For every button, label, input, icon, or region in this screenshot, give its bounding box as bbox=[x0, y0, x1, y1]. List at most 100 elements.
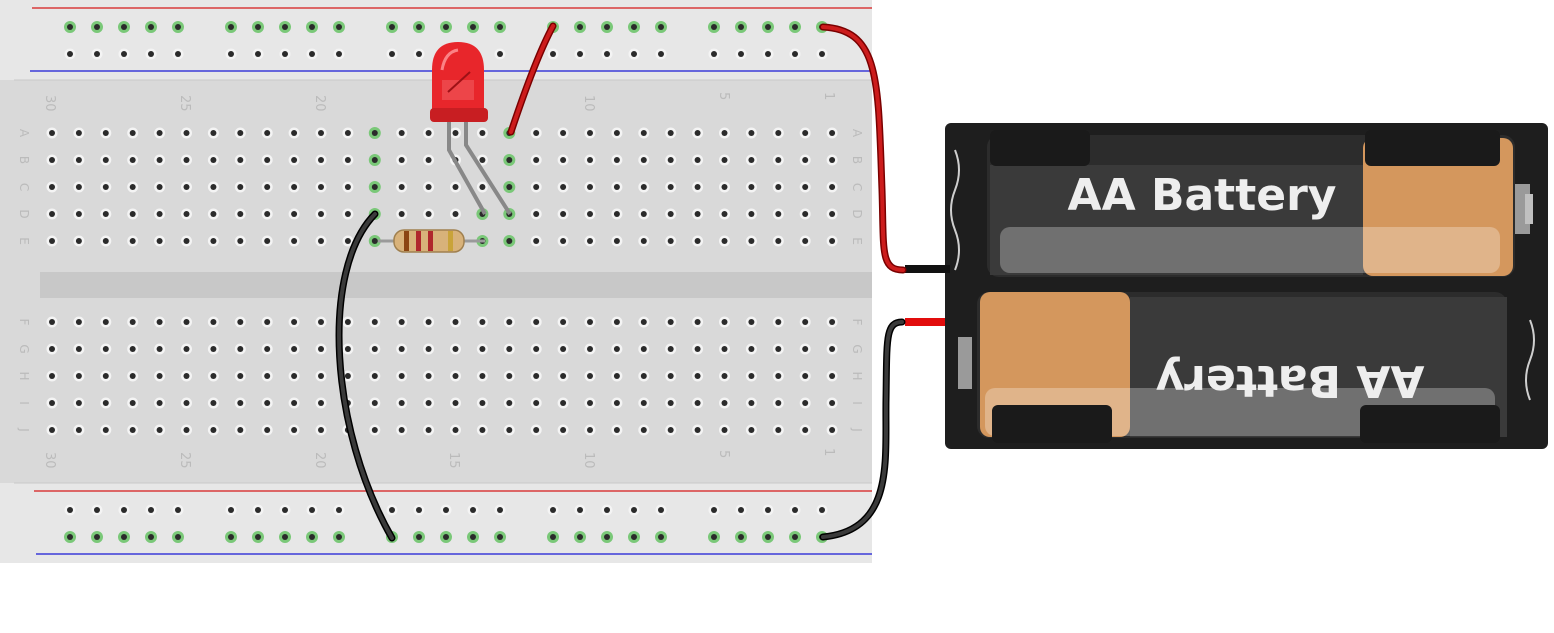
breadboard-hole[interactable] bbox=[694, 211, 701, 217]
breadboard-hole[interactable] bbox=[479, 319, 486, 325]
breadboard-hole[interactable] bbox=[775, 211, 782, 217]
rail-hole[interactable] bbox=[94, 24, 100, 30]
breadboard-hole[interactable] bbox=[802, 184, 809, 190]
breadboard-hole[interactable] bbox=[775, 130, 782, 136]
rail-hole[interactable] bbox=[121, 507, 127, 513]
breadboard-hole[interactable] bbox=[102, 319, 109, 325]
breadboard-hole[interactable] bbox=[318, 400, 324, 406]
breadboard-hole[interactable] bbox=[640, 130, 647, 136]
breadboard-hole[interactable] bbox=[344, 346, 351, 352]
breadboard-hole[interactable] bbox=[371, 400, 378, 406]
rail-hole[interactable] bbox=[550, 507, 556, 513]
breadboard-hole[interactable] bbox=[613, 346, 620, 352]
breadboard-hole[interactable] bbox=[560, 184, 567, 190]
breadboard-hole[interactable] bbox=[506, 319, 513, 325]
breadboard-hole[interactable] bbox=[183, 184, 190, 190]
breadboard-hole[interactable] bbox=[479, 427, 486, 433]
breadboard-hole[interactable] bbox=[613, 427, 620, 433]
rail-hole[interactable] bbox=[631, 51, 637, 57]
breadboard-hole[interactable] bbox=[613, 400, 620, 406]
breadboard-hole[interactable] bbox=[587, 157, 593, 163]
breadboard-hole[interactable] bbox=[587, 400, 593, 406]
rail-hole[interactable] bbox=[792, 507, 798, 513]
breadboard-hole[interactable] bbox=[721, 211, 728, 217]
breadboard-hole[interactable] bbox=[291, 373, 298, 379]
breadboard-hole[interactable] bbox=[425, 157, 432, 163]
breadboard-hole[interactable] bbox=[721, 319, 728, 325]
breadboard-hole[interactable] bbox=[506, 157, 513, 163]
breadboard-hole[interactable] bbox=[156, 346, 163, 352]
breadboard-hole[interactable] bbox=[452, 373, 459, 379]
breadboard-hole[interactable] bbox=[291, 400, 298, 406]
breadboard-hole[interactable] bbox=[371, 184, 378, 190]
breadboard-hole[interactable] bbox=[398, 184, 405, 190]
breadboard-hole[interactable] bbox=[156, 427, 163, 433]
breadboard-hole[interactable] bbox=[102, 346, 109, 352]
breadboard-hole[interactable] bbox=[829, 319, 836, 325]
breadboard-hole[interactable] bbox=[75, 319, 82, 325]
breadboard-hole[interactable] bbox=[49, 184, 55, 190]
breadboard-hole[interactable] bbox=[49, 427, 55, 433]
breadboard-hole[interactable] bbox=[210, 211, 217, 217]
breadboard-hole[interactable] bbox=[587, 373, 593, 379]
breadboard-hole[interactable] bbox=[452, 427, 459, 433]
breadboard-hole[interactable] bbox=[264, 346, 271, 352]
breadboard-hole[interactable] bbox=[344, 157, 351, 163]
breadboard-hole[interactable] bbox=[721, 184, 728, 190]
breadboard-hole[interactable] bbox=[425, 373, 432, 379]
breadboard-hole[interactable] bbox=[802, 346, 809, 352]
breadboard-hole[interactable] bbox=[640, 319, 647, 325]
breadboard-hole[interactable] bbox=[264, 130, 271, 136]
breadboard-hole[interactable] bbox=[694, 238, 701, 244]
rail-hole[interactable] bbox=[416, 24, 422, 30]
breadboard-hole[interactable] bbox=[560, 157, 567, 163]
breadboard-hole[interactable] bbox=[721, 157, 728, 163]
breadboard-hole[interactable] bbox=[102, 184, 109, 190]
breadboard-hole[interactable] bbox=[425, 184, 432, 190]
breadboard-hole[interactable] bbox=[829, 238, 836, 244]
breadboard-hole[interactable] bbox=[102, 427, 109, 433]
breadboard-hole[interactable] bbox=[425, 211, 432, 217]
breadboard-hole[interactable] bbox=[748, 184, 755, 190]
rail-hole[interactable] bbox=[792, 24, 798, 30]
breadboard-hole[interactable] bbox=[452, 211, 459, 217]
breadboard-hole[interactable] bbox=[183, 427, 190, 433]
breadboard-hole[interactable] bbox=[102, 238, 109, 244]
breadboard-hole[interactable] bbox=[721, 238, 728, 244]
breadboard-hole[interactable] bbox=[452, 130, 459, 136]
rail-hole[interactable] bbox=[228, 534, 234, 540]
breadboard-hole[interactable] bbox=[291, 238, 298, 244]
breadboard-hole[interactable] bbox=[560, 427, 567, 433]
breadboard-hole[interactable] bbox=[506, 346, 513, 352]
breadboard-hole[interactable] bbox=[371, 373, 378, 379]
breadboard-hole[interactable] bbox=[237, 157, 244, 163]
breadboard-hole[interactable] bbox=[156, 157, 163, 163]
rail-hole[interactable] bbox=[228, 507, 234, 513]
breadboard-hole[interactable] bbox=[613, 238, 620, 244]
breadboard-hole[interactable] bbox=[533, 157, 540, 163]
breadboard-hole[interactable] bbox=[156, 373, 163, 379]
breadboard-hole[interactable] bbox=[371, 346, 378, 352]
rail-hole[interactable] bbox=[255, 24, 261, 30]
breadboard-hole[interactable] bbox=[398, 373, 405, 379]
breadboard-hole[interactable] bbox=[452, 184, 459, 190]
breadboard-hole[interactable] bbox=[129, 238, 136, 244]
breadboard-hole[interactable] bbox=[237, 238, 244, 244]
breadboard-hole[interactable] bbox=[49, 373, 55, 379]
breadboard-hole[interactable] bbox=[506, 184, 513, 190]
breadboard-hole[interactable] bbox=[775, 157, 782, 163]
rail-hole[interactable] bbox=[711, 24, 717, 30]
breadboard-hole[interactable] bbox=[49, 211, 55, 217]
rail-hole[interactable] bbox=[94, 507, 100, 513]
rail-hole[interactable] bbox=[389, 24, 395, 30]
breadboard-hole[interactable] bbox=[829, 400, 836, 406]
breadboard-hole[interactable] bbox=[667, 238, 674, 244]
breadboard-hole[interactable] bbox=[667, 211, 674, 217]
breadboard-hole[interactable] bbox=[829, 373, 836, 379]
breadboard-hole[interactable] bbox=[398, 346, 405, 352]
rail-hole[interactable] bbox=[309, 51, 315, 57]
rail-hole[interactable] bbox=[577, 534, 583, 540]
breadboard-hole[interactable] bbox=[237, 373, 244, 379]
breadboard-hole[interactable] bbox=[533, 400, 540, 406]
breadboard-hole[interactable] bbox=[802, 319, 809, 325]
